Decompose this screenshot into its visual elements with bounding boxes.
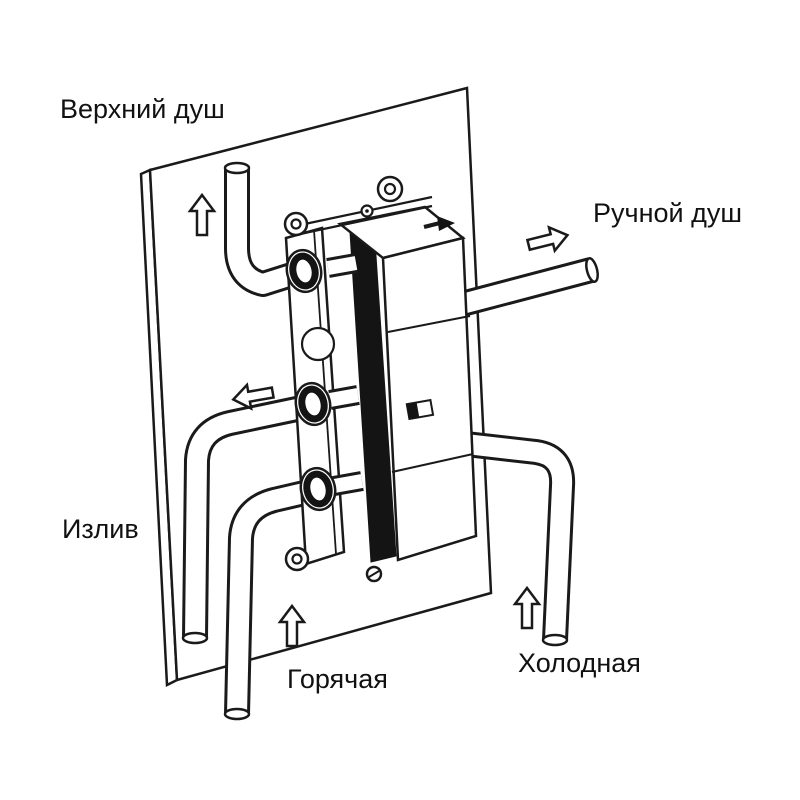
top-mounting-rail: [283, 175, 433, 237]
valve-connector-stubs: [326, 253, 364, 496]
up-arrow-icon-cold: [512, 585, 542, 630]
label-hand-shower: Ручной душ: [593, 198, 742, 228]
right-arrow-icon-hand-shower: [525, 225, 570, 254]
label-cold: Холодная: [518, 648, 641, 678]
label-spout: Излив: [62, 514, 139, 544]
up-arrow-icon-hot: [277, 603, 307, 648]
spout-pipe: [181, 393, 314, 645]
top-shower-pipe-opening: [223, 161, 251, 175]
valve-ports: [285, 248, 337, 512]
hot-pipe-end: [223, 707, 251, 721]
cold-pipe: [464, 431, 576, 647]
flow-arrows: [187, 192, 570, 648]
label-top-shower: Верхний душ: [60, 94, 225, 124]
cold-pipe-end: [541, 633, 569, 647]
valve-box-front: [381, 236, 478, 562]
valve-box-seam-lower: [391, 453, 474, 473]
label-hot: Горячая: [287, 664, 388, 694]
spout-pipe-end: [181, 631, 209, 645]
port-hot: [299, 466, 337, 512]
diagram-labels: Верхний душ Ручной душ Излив Горячая Хол…: [60, 94, 742, 694]
valve-direction-mark: [423, 216, 455, 231]
hot-pipe: [223, 477, 320, 721]
mixer-valve-body: [283, 175, 478, 583]
hand-shower-pipe: [458, 257, 599, 317]
left-arrow-icon-spout: [231, 382, 276, 411]
port-spout: [294, 381, 332, 427]
valve-box-seam-upper: [387, 315, 471, 333]
valve-clip: [405, 398, 435, 421]
top-shower-pipe: [223, 161, 308, 297]
up-arrow-icon-top-shower: [187, 192, 217, 237]
bracket-circle-detail: [300, 326, 336, 362]
hand-shower-pipe-opening: [585, 257, 599, 283]
bottom-mounting: [284, 546, 383, 583]
port-top-shower: [285, 248, 323, 294]
